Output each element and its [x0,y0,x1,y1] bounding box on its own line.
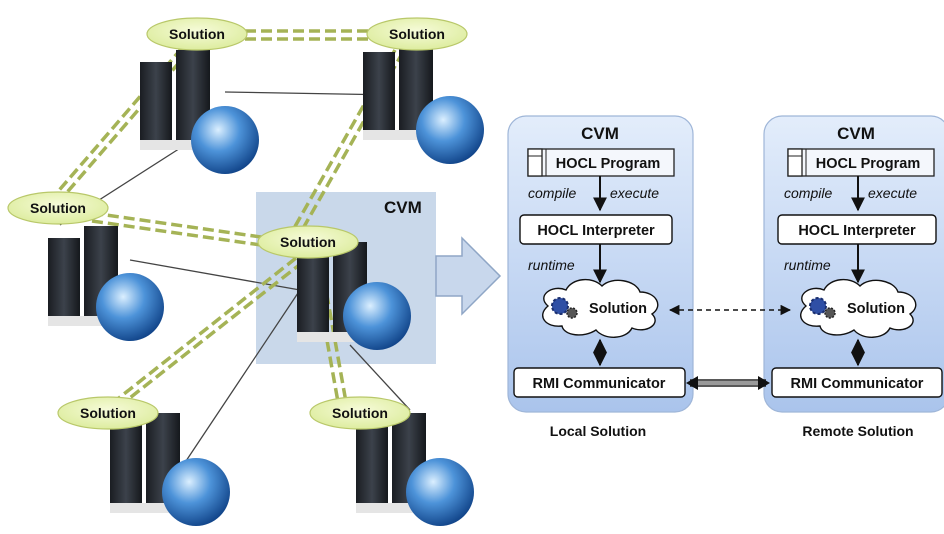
svg-text:Solution: Solution [589,301,647,317]
svg-text:Solution: Solution [389,26,445,42]
server-bottom-left [110,413,230,526]
network-cvm-label: CVM [384,198,422,217]
svg-text:HOCL Interpreter: HOCL Interpreter [537,223,655,239]
local-cvm-panel: CVM HOCL Program compile execute HOCL In… [507,115,694,413]
remote-cvm-title: CVM [837,124,875,143]
local-execute-label: execute [610,185,659,201]
solution-cloud-mid-left: Solution [7,191,109,225]
remote-solution-cloud: Solution [800,279,917,338]
server-top-left [140,50,259,174]
server-center [297,242,411,350]
svg-text:HOCL Program: HOCL Program [816,156,920,172]
svg-text:Solution: Solution [280,234,336,250]
svg-text:RMI Communicator: RMI Communicator [791,376,924,392]
local-solution-caption: Local Solution [550,423,646,439]
remote-gear-icon [809,297,827,315]
solution-cloud-bottom-left: Solution [57,396,159,430]
svg-text:Solution: Solution [80,405,136,421]
server-mid-left [48,226,164,341]
local-cvm-title: CVM [581,124,619,143]
rmi-link [686,376,770,390]
remote-rmi-communicator [771,367,943,398]
solution-cloud-top-left: Solution [146,17,248,51]
remote-solution-caption: Remote Solution [802,423,913,439]
remote-compile-label: compile [784,185,832,201]
svg-text:HOCL Interpreter: HOCL Interpreter [798,223,916,239]
svg-text:Solution: Solution [847,301,905,317]
svg-text:Solution: Solution [332,405,388,421]
remote-execute-label: execute [868,185,917,201]
remote-cvm-panel: CVM HOCL Program compile execute HOCL In… [763,115,944,413]
local-rmi-communicator [513,367,686,398]
remote-runtime-label: runtime [784,257,831,273]
local-solution-cloud: Solution [542,279,659,338]
remote-hocl-program: HOCL Program [787,148,935,177]
svg-text:Solution: Solution [169,26,225,42]
svg-text:Solution: Solution [30,200,86,216]
local-hocl-program: HOCL Program [527,148,675,177]
transfer-arrow [435,236,502,316]
svg-text:HOCL Program: HOCL Program [556,156,660,172]
local-compile-label: compile [528,185,576,201]
server-top-right [363,40,484,164]
solution-cloud-center: Solution [257,225,359,259]
solution-cloud-top-right: Solution [366,17,468,51]
solution-cloud-bottom-right: Solution [309,396,411,430]
local-hocl-interpreter [519,214,673,245]
local-runtime-label: runtime [528,257,575,273]
svg-text:RMI Communicator: RMI Communicator [533,376,666,392]
local-gear-icon [551,297,569,315]
server-bottom-right [356,413,474,526]
